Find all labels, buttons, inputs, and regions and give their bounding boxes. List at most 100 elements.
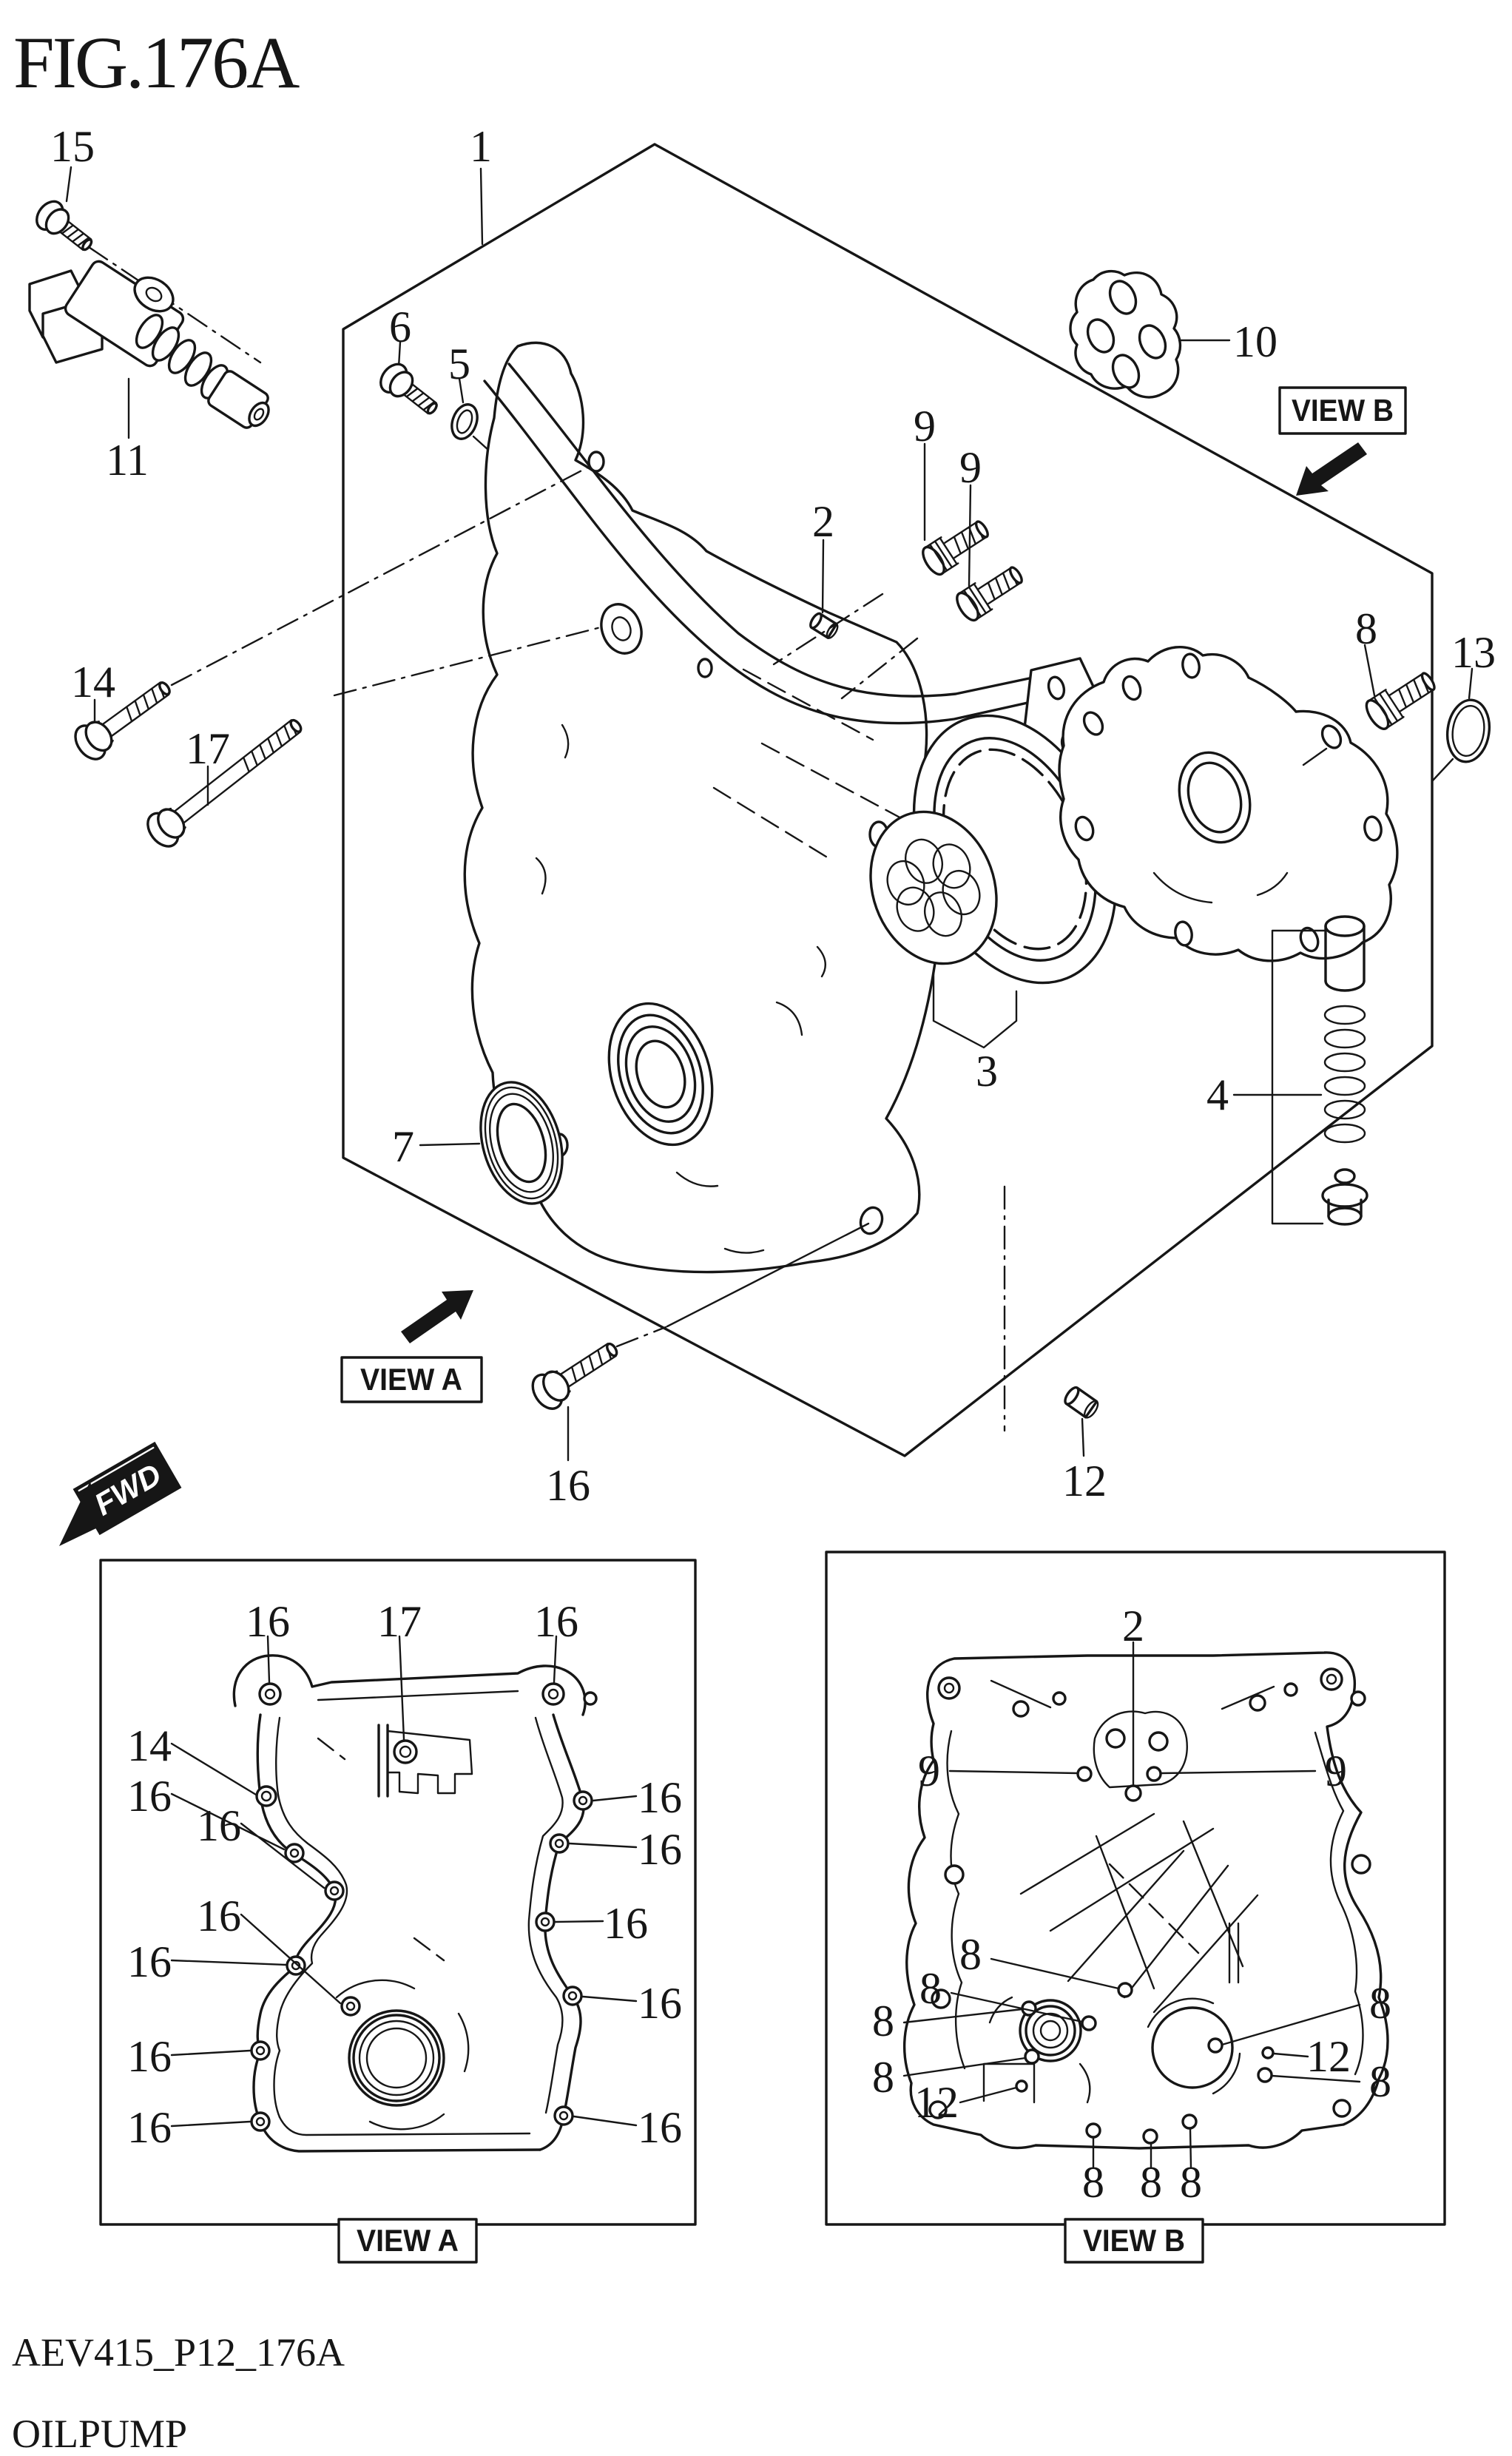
diagram-line: [386, 1730, 473, 1795]
timing-cover-housing: [463, 341, 1095, 1274]
part-callout-12: 12: [1306, 2032, 1351, 2081]
part-callout-1: 1: [470, 122, 492, 171]
view-a-title: VIEW A: [357, 2223, 459, 2258]
diagram-line: [255, 1785, 277, 1807]
diagram-line: [946, 1730, 966, 2070]
part-callout-2: 2: [1122, 1602, 1144, 1650]
diagram-line: [484, 1086, 559, 1200]
diagram-line: [161, 807, 186, 837]
part-callout-14: 14: [71, 658, 115, 706]
main-view: VIEW B VIEW A FWD 1511165299108131417347…: [28, 122, 1496, 1546]
diagram-line: [1187, 761, 1243, 834]
diagram-line: [587, 451, 605, 473]
diagram-line: [527, 1716, 564, 2114]
diagram-line: [535, 723, 826, 1254]
leader-9b-axis: [840, 637, 919, 700]
part-callout-16: 16: [534, 1597, 578, 1646]
part-callout-5: 5: [448, 340, 470, 388]
diagram-line: [78, 1446, 155, 1492]
diagram-line: [450, 403, 479, 440]
part-callout-11: 11: [106, 436, 149, 485]
diagram-line: [1019, 1999, 1082, 2062]
part-callout-16: 16: [127, 2103, 172, 2152]
part-callout-8: 8: [1180, 2158, 1202, 2207]
leader-6: [397, 340, 402, 368]
diagram-line: [1052, 1691, 1067, 1706]
diagram-line: [1207, 2037, 1224, 2054]
part-callout-8: 8: [1140, 2158, 1162, 2207]
part-callout-8: 8: [919, 1964, 942, 2013]
leader-15: [65, 166, 72, 203]
view-a-flag-box: [340, 1356, 483, 1403]
diagram-line: [558, 1343, 617, 1389]
view-a-flag-label: VIEW A: [360, 1362, 462, 1397]
diagram-line: [583, 1691, 598, 1706]
diagram-line: [886, 860, 925, 905]
diagram-line: [284, 1843, 305, 1863]
diagram-line: [1323, 1123, 1366, 1144]
diagram-line: [1228, 1922, 1240, 1984]
part-callout-2: 2: [812, 497, 834, 546]
part-callout-16: 16: [246, 1597, 290, 1646]
diagram-line: [1323, 1028, 1366, 1049]
diagram-line: [540, 1917, 550, 1927]
pump-case-plate: [1058, 646, 1399, 962]
view-b-flag-label: VIEW B: [1292, 393, 1394, 428]
diagram-line: [1324, 925, 1366, 982]
diagram-line: [317, 1737, 445, 1962]
diagram-line: [258, 1682, 282, 1706]
diagram-line: [289, 718, 303, 733]
view-a-border: [99, 1559, 697, 2226]
diagram-line: [1351, 1854, 1371, 1875]
fwd-emblem: FWD: [59, 1441, 182, 1546]
diagram-line: [1105, 1728, 1126, 1749]
part-callout-16: 16: [638, 1979, 682, 2028]
diagram-line: [1124, 1784, 1142, 1802]
diagram-line: [553, 2105, 574, 2126]
diagram-line: [1334, 1168, 1356, 1184]
diagram-line: [942, 870, 981, 916]
diagram-line: [924, 891, 962, 937]
diagram-line: [358, 2020, 435, 2096]
diagram-line: [1117, 1982, 1133, 1998]
pin-12: [1064, 1386, 1099, 1419]
leader-15-axis: [87, 246, 262, 364]
part-callout-12: 12: [914, 2078, 959, 2127]
part-callout-16: 16: [638, 1825, 682, 1874]
diagram-line: [507, 362, 1034, 698]
diagram-line: [607, 1002, 714, 1147]
diagram-line: [1445, 698, 1491, 763]
diagram-line: [324, 1880, 345, 1901]
inner-rotor-3: [869, 810, 998, 965]
diagram-line: [44, 208, 70, 235]
diagram-line: [624, 1025, 697, 1123]
part-callout-16: 16: [127, 1937, 172, 1986]
diagram-line: [1024, 2048, 1040, 2065]
diagram-line: [1142, 2128, 1158, 2145]
diagram-line: [291, 1960, 301, 1971]
part-callout-9: 9: [918, 1747, 940, 1795]
diagram-line: [1350, 1690, 1366, 1707]
diagram-line: [167, 339, 197, 374]
diagram-line: [101, 681, 170, 738]
diagram-line: [573, 1790, 593, 1811]
diagram-line: [1181, 2113, 1198, 2130]
diagram-line: [1076, 1766, 1093, 1782]
diagram-line: [1314, 1731, 1364, 2076]
diagram-line: [869, 810, 998, 965]
figure-part-name: OILPUMP: [12, 2412, 187, 2456]
diagram-line: [1039, 2020, 1062, 2042]
diagram-line: [1058, 646, 1399, 962]
diagram-line: [1147, 1997, 1241, 2095]
diagram-line: [606, 1342, 618, 1357]
diagram-line: [1324, 915, 1366, 937]
diagram-line: [635, 1039, 686, 1109]
view-a-leaders: [170, 1635, 638, 2128]
diagram-line: [1178, 751, 1252, 844]
part-callout-9: 9: [959, 443, 982, 492]
diagram-line: [250, 2111, 271, 2132]
fwd-arrow-icon: [59, 1481, 99, 1546]
diagram-line: [1083, 1400, 1099, 1419]
diagram-line: [1081, 2015, 1097, 2031]
